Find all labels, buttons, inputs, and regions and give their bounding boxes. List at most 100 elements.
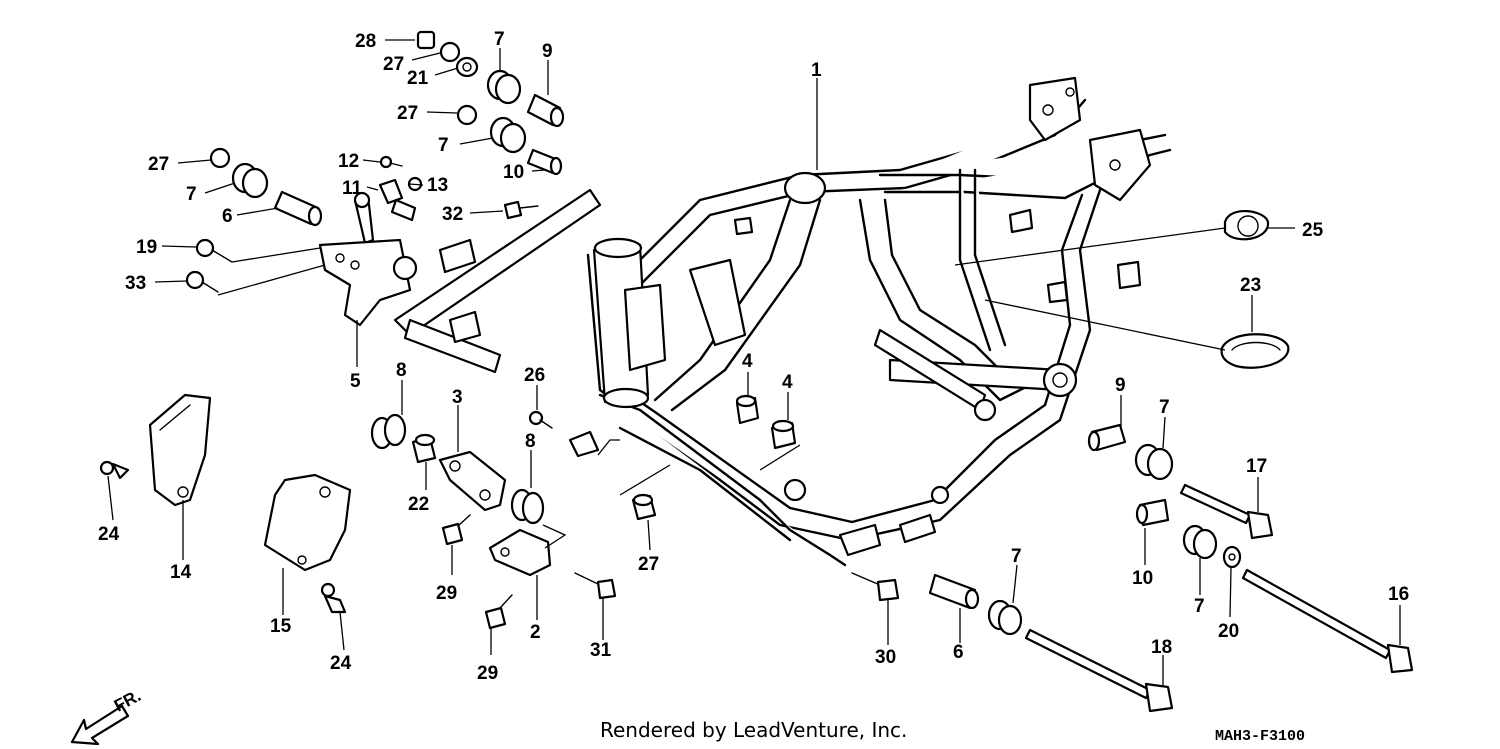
callout: 13 <box>427 175 448 196</box>
callout: 18 <box>1151 637 1172 658</box>
cover-15[interactable] <box>263 473 352 572</box>
callout: 1 <box>811 60 822 81</box>
screw-12[interactable] <box>379 155 403 169</box>
callout: 9 <box>1115 375 1126 396</box>
callout: 7 <box>438 135 449 156</box>
rubber-mount-7[interactable] <box>987 599 1023 636</box>
front-direction-indicator: FR. <box>70 686 144 746</box>
bracket-3[interactable] <box>438 450 507 512</box>
callout-labels: 28 27 21 7 9 27 7 10 27 7 6 12 11 13 32 … <box>98 29 1409 684</box>
leader-lines <box>107 39 1401 686</box>
callout: 4 <box>782 372 793 393</box>
band-23[interactable] <box>1220 333 1290 369</box>
callout: 27 <box>148 154 169 175</box>
callout: 4 <box>742 351 753 372</box>
bolt-26[interactable] <box>528 410 553 429</box>
callout: 7 <box>1194 596 1205 617</box>
bolt-16[interactable] <box>1241 568 1414 674</box>
callout: 17 <box>1246 456 1267 477</box>
callout: 33 <box>125 273 146 294</box>
callout: 9 <box>542 41 553 62</box>
washer-20[interactable] <box>1222 545 1242 569</box>
callout: 7 <box>1159 397 1170 418</box>
callout: 26 <box>524 365 545 386</box>
callout: 10 <box>1132 568 1153 589</box>
collar-28[interactable] <box>416 30 436 50</box>
collar-4[interactable] <box>770 419 797 450</box>
nut-27[interactable] <box>209 147 231 169</box>
callout: 5 <box>350 371 361 392</box>
callout: 11 <box>342 178 363 199</box>
collar-4[interactable] <box>735 394 760 425</box>
arrow-front-icon <box>70 704 130 746</box>
callout: 27 <box>383 54 404 75</box>
callout: 29 <box>436 583 457 604</box>
bolt-32[interactable] <box>503 200 539 220</box>
callout: 12 <box>338 151 359 172</box>
callout: 21 <box>407 68 429 89</box>
bracket-2[interactable] <box>488 528 552 577</box>
rubber-mount-7[interactable] <box>231 162 269 199</box>
bolt-33[interactable] <box>185 270 219 293</box>
callout: 7 <box>494 29 505 50</box>
collar-6[interactable] <box>273 190 323 227</box>
clip-24[interactable] <box>99 460 130 480</box>
callout: 32 <box>442 204 463 225</box>
render-credit: Rendered by LeadVenture, Inc. <box>600 718 907 742</box>
clip-24[interactable] <box>320 582 347 614</box>
nut-27[interactable] <box>439 41 461 63</box>
rubber-mount-7[interactable] <box>486 69 522 105</box>
callout: 8 <box>396 360 407 381</box>
bolt-29[interactable] <box>484 594 513 630</box>
rubber-mount-8[interactable] <box>370 413 407 450</box>
callout: 20 <box>1218 621 1239 642</box>
callout: 7 <box>186 184 197 205</box>
bolt-29[interactable] <box>441 514 471 546</box>
callout: 7 <box>1011 546 1022 567</box>
callout: 29 <box>477 663 498 684</box>
frame-body-part[interactable] <box>586 76 1172 567</box>
diagram-code: MAH3-F3100 <box>1215 728 1305 745</box>
callout: 27 <box>397 103 418 124</box>
collar-10[interactable] <box>526 148 563 176</box>
callout: 30 <box>875 647 896 668</box>
rubber-mount-8[interactable] <box>510 488 545 525</box>
bolt-31[interactable] <box>574 572 617 600</box>
steering-stem-5[interactable] <box>318 188 602 374</box>
nut-27[interactable] <box>631 493 657 521</box>
callout: 28 <box>355 31 376 52</box>
callout: 14 <box>170 562 192 583</box>
callout: 24 <box>98 524 120 545</box>
callout: 6 <box>222 206 233 227</box>
collar-9[interactable] <box>526 93 565 128</box>
bolt-19[interactable] <box>195 238 233 263</box>
callout: 15 <box>270 616 292 637</box>
nut-27[interactable] <box>456 104 478 126</box>
callout: 10 <box>503 162 524 183</box>
clip <box>568 430 600 458</box>
callout: 8 <box>525 431 536 452</box>
callout: 6 <box>953 642 964 663</box>
rubber-mount-7[interactable] <box>489 116 527 154</box>
steering-lock-11[interactable] <box>353 178 417 245</box>
clamp-25[interactable] <box>1223 209 1270 241</box>
collar-6[interactable] <box>928 573 980 610</box>
rubber-mount-7[interactable] <box>1134 443 1174 481</box>
callout: 31 <box>590 640 612 661</box>
callout: 24 <box>330 653 352 674</box>
callout: 25 <box>1302 220 1324 241</box>
callout: 27 <box>638 554 659 575</box>
collar-22[interactable] <box>411 433 437 464</box>
callout: 2 <box>530 622 541 643</box>
washer-21[interactable] <box>455 56 479 78</box>
callout: 3 <box>452 387 463 408</box>
bolt-30[interactable] <box>851 572 900 602</box>
rubber-mount-7[interactable] <box>1182 524 1218 560</box>
callout: 22 <box>408 494 429 515</box>
collar-10[interactable] <box>1135 498 1170 527</box>
bolt-17[interactable] <box>1179 483 1274 540</box>
bolt-18[interactable] <box>1024 628 1174 713</box>
cover-14[interactable] <box>148 393 212 507</box>
collar-9[interactable] <box>1087 423 1127 452</box>
